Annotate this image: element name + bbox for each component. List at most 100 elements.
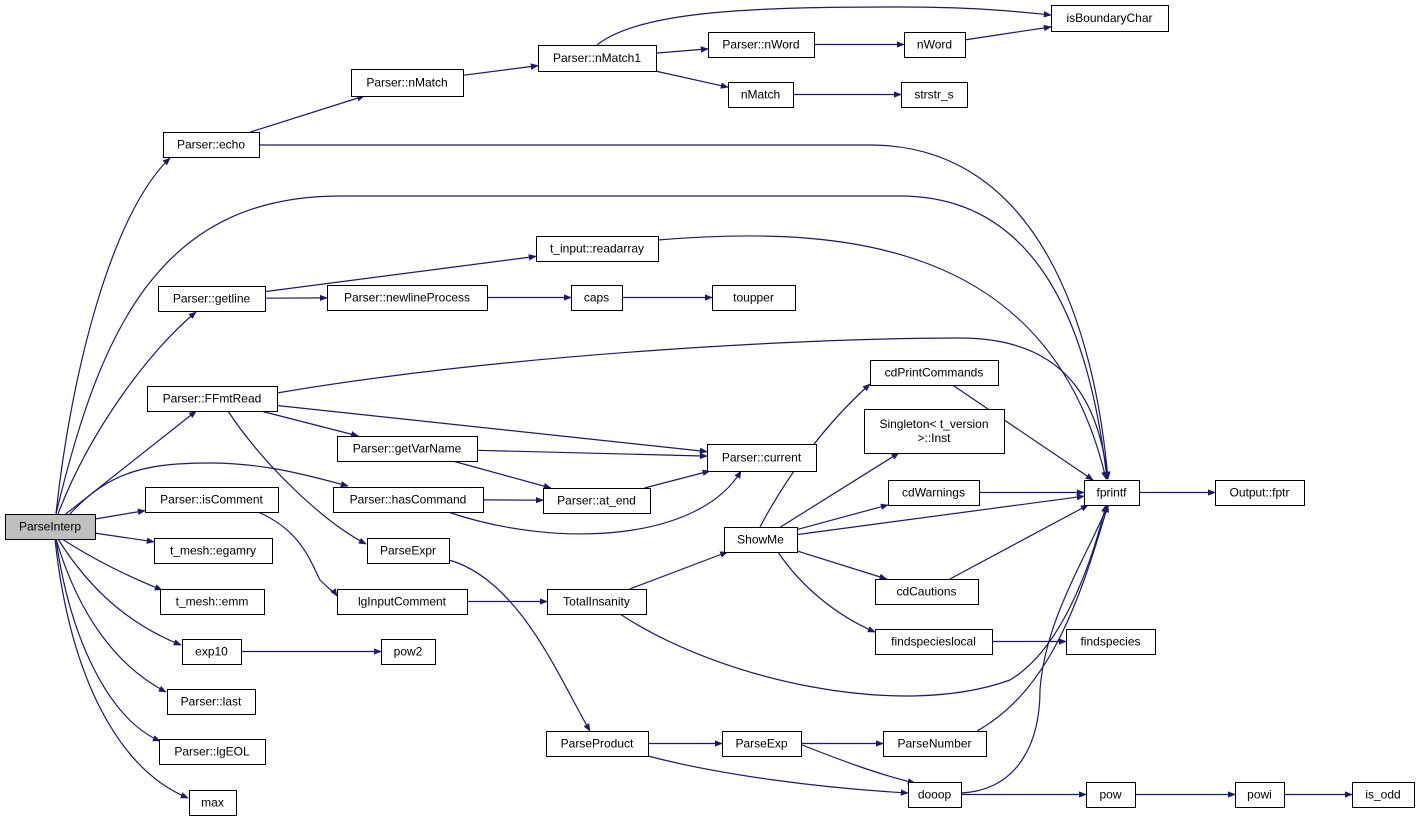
node-parser-lgeol[interactable]: Parser::lgEOL (159, 739, 266, 765)
node-singleton-inst[interactable]: Singleton< t_version>::Inst (864, 409, 1005, 454)
node-box[interactable] (367, 538, 450, 564)
node-box[interactable] (5, 514, 96, 540)
node-strstr-s[interactable]: strstr_s (901, 82, 968, 108)
edge-parser-ffmtread-to-parseexpr (227, 410, 367, 545)
node-parser-at-end[interactable]: Parser::at_end (543, 488, 651, 514)
node-box[interactable] (327, 285, 488, 311)
node-box[interactable] (163, 132, 260, 158)
node-parser-last[interactable]: Parser::last (167, 689, 256, 715)
node-box[interactable] (547, 589, 647, 615)
node-box[interactable] (159, 739, 266, 765)
node-parser-nword[interactable]: Parser::nWord (708, 32, 815, 58)
node-fprintf[interactable]: fprintf (1084, 480, 1140, 506)
node-parser-newlineprocess[interactable]: Parser::newlineProcess (327, 285, 488, 311)
node-box[interactable] (870, 360, 999, 386)
node-box[interactable] (158, 286, 266, 312)
node-box[interactable] (1084, 480, 1140, 506)
node-label: Parser::last (181, 695, 242, 709)
node-dooop[interactable]: dooop (908, 782, 962, 808)
node-box[interactable] (901, 82, 968, 108)
node-powi[interactable]: powi (1235, 782, 1285, 808)
node-label: toupper (733, 291, 774, 305)
node-parseexpr[interactable]: ParseExpr (367, 538, 450, 564)
node-box[interactable] (708, 32, 815, 58)
node-cdcautions[interactable]: cdCautions (875, 579, 979, 605)
node-box[interactable] (1235, 782, 1285, 808)
node-box[interactable] (1352, 782, 1415, 808)
node-exp10[interactable]: exp10 (182, 639, 242, 665)
node-box[interactable] (875, 579, 979, 605)
node-box[interactable] (722, 731, 802, 757)
node-pow2[interactable]: pow2 (381, 639, 436, 665)
node-lginputcomment[interactable]: lgInputComment (337, 589, 468, 615)
node-parser-nmatch1[interactable]: Parser::nMatch1 (538, 45, 657, 72)
node-parseexp[interactable]: ParseExp (722, 731, 802, 757)
node-box[interactable] (167, 689, 256, 715)
node-box[interactable] (1215, 480, 1305, 506)
node-t-input-readarray[interactable]: t_input::readarray (536, 236, 659, 262)
node-box[interactable] (1086, 782, 1136, 808)
node-box[interactable] (864, 409, 1005, 454)
node-box[interactable] (571, 285, 623, 311)
node-box[interactable] (337, 589, 468, 615)
node-parser-echo[interactable]: Parser::echo (163, 132, 260, 158)
node-t-mesh-emm[interactable]: t_mesh::emm (160, 589, 265, 615)
node-box[interactable] (145, 487, 279, 513)
node-box[interactable] (351, 69, 464, 97)
node-cdwarnings[interactable]: cdWarnings (888, 480, 980, 506)
node-box[interactable] (1066, 629, 1156, 655)
node-findspecieslocal[interactable]: findspecieslocal (875, 629, 993, 655)
node-cdprintcommands[interactable]: cdPrintCommands (870, 360, 999, 386)
node-parser-iscomment[interactable]: Parser::isComment (145, 487, 279, 513)
node-t-mesh-egamry[interactable]: t_mesh::egamry (154, 538, 273, 564)
node-parseinterp[interactable]: ParseInterp (5, 514, 96, 540)
edge-parseinterp-to-parser-getline (57, 311, 197, 515)
node-findspecies[interactable]: findspecies (1066, 629, 1156, 655)
node-box[interactable] (160, 589, 265, 615)
edge-parseinterp-to-t-mesh-egamry (94, 532, 155, 544)
node-box[interactable] (712, 285, 796, 311)
node-totalinsanity[interactable]: TotalInsanity (547, 589, 647, 615)
node-label: exp10 (195, 645, 228, 659)
node-box[interactable] (337, 436, 478, 462)
node-box[interactable] (724, 527, 798, 553)
node-box[interactable] (154, 538, 273, 564)
node-parsenumber[interactable]: ParseNumber (883, 731, 987, 757)
node-box[interactable] (381, 639, 436, 665)
node-parseproduct[interactable]: ParseProduct (546, 731, 649, 757)
node-label: Singleton< t_version>::Inst (879, 417, 988, 445)
node-toupper[interactable]: toupper (712, 285, 796, 311)
node-box[interactable] (536, 236, 659, 262)
edge-parser-echo-to-parser-nmatch (250, 95, 366, 133)
node-box[interactable] (908, 782, 962, 808)
node-max[interactable]: max (189, 790, 237, 816)
node-box[interactable] (543, 488, 651, 514)
node-caps[interactable]: caps (571, 285, 623, 311)
node-isboundarychar[interactable]: isBoundaryChar (1051, 5, 1169, 32)
node-parser-hascommand[interactable]: Parser::hasCommand (333, 487, 484, 513)
node-parser-nmatch[interactable]: Parser::nMatch (351, 69, 464, 97)
node-is-odd[interactable]: is_odd (1352, 782, 1415, 808)
node-box[interactable] (728, 82, 794, 108)
node-pow[interactable]: pow (1086, 782, 1136, 808)
node-box[interactable] (189, 790, 237, 816)
node-box[interactable] (1051, 5, 1169, 32)
node-nword[interactable]: nWord (904, 32, 966, 58)
node-parser-getline[interactable]: Parser::getline (158, 286, 266, 312)
node-box[interactable] (333, 487, 484, 513)
node-box[interactable] (875, 629, 993, 655)
node-box[interactable] (883, 731, 987, 757)
node-nmatch[interactable]: nMatch (728, 82, 794, 108)
node-box[interactable] (147, 386, 278, 412)
node-box[interactable] (538, 45, 657, 72)
node-box[interactable] (888, 480, 980, 506)
node-box[interactable] (904, 32, 966, 58)
node-parser-current[interactable]: Parser::current (707, 444, 817, 472)
node-parser-ffmtread[interactable]: Parser::FFmtRead (147, 386, 278, 412)
node-box[interactable] (182, 639, 242, 665)
node-output-fptr[interactable]: Output::fptr (1215, 480, 1305, 506)
node-parser-getvarname[interactable]: Parser::getVarName (337, 436, 478, 462)
node-box[interactable] (707, 444, 817, 472)
node-showme[interactable]: ShowMe (724, 527, 798, 553)
node-box[interactable] (546, 731, 649, 757)
